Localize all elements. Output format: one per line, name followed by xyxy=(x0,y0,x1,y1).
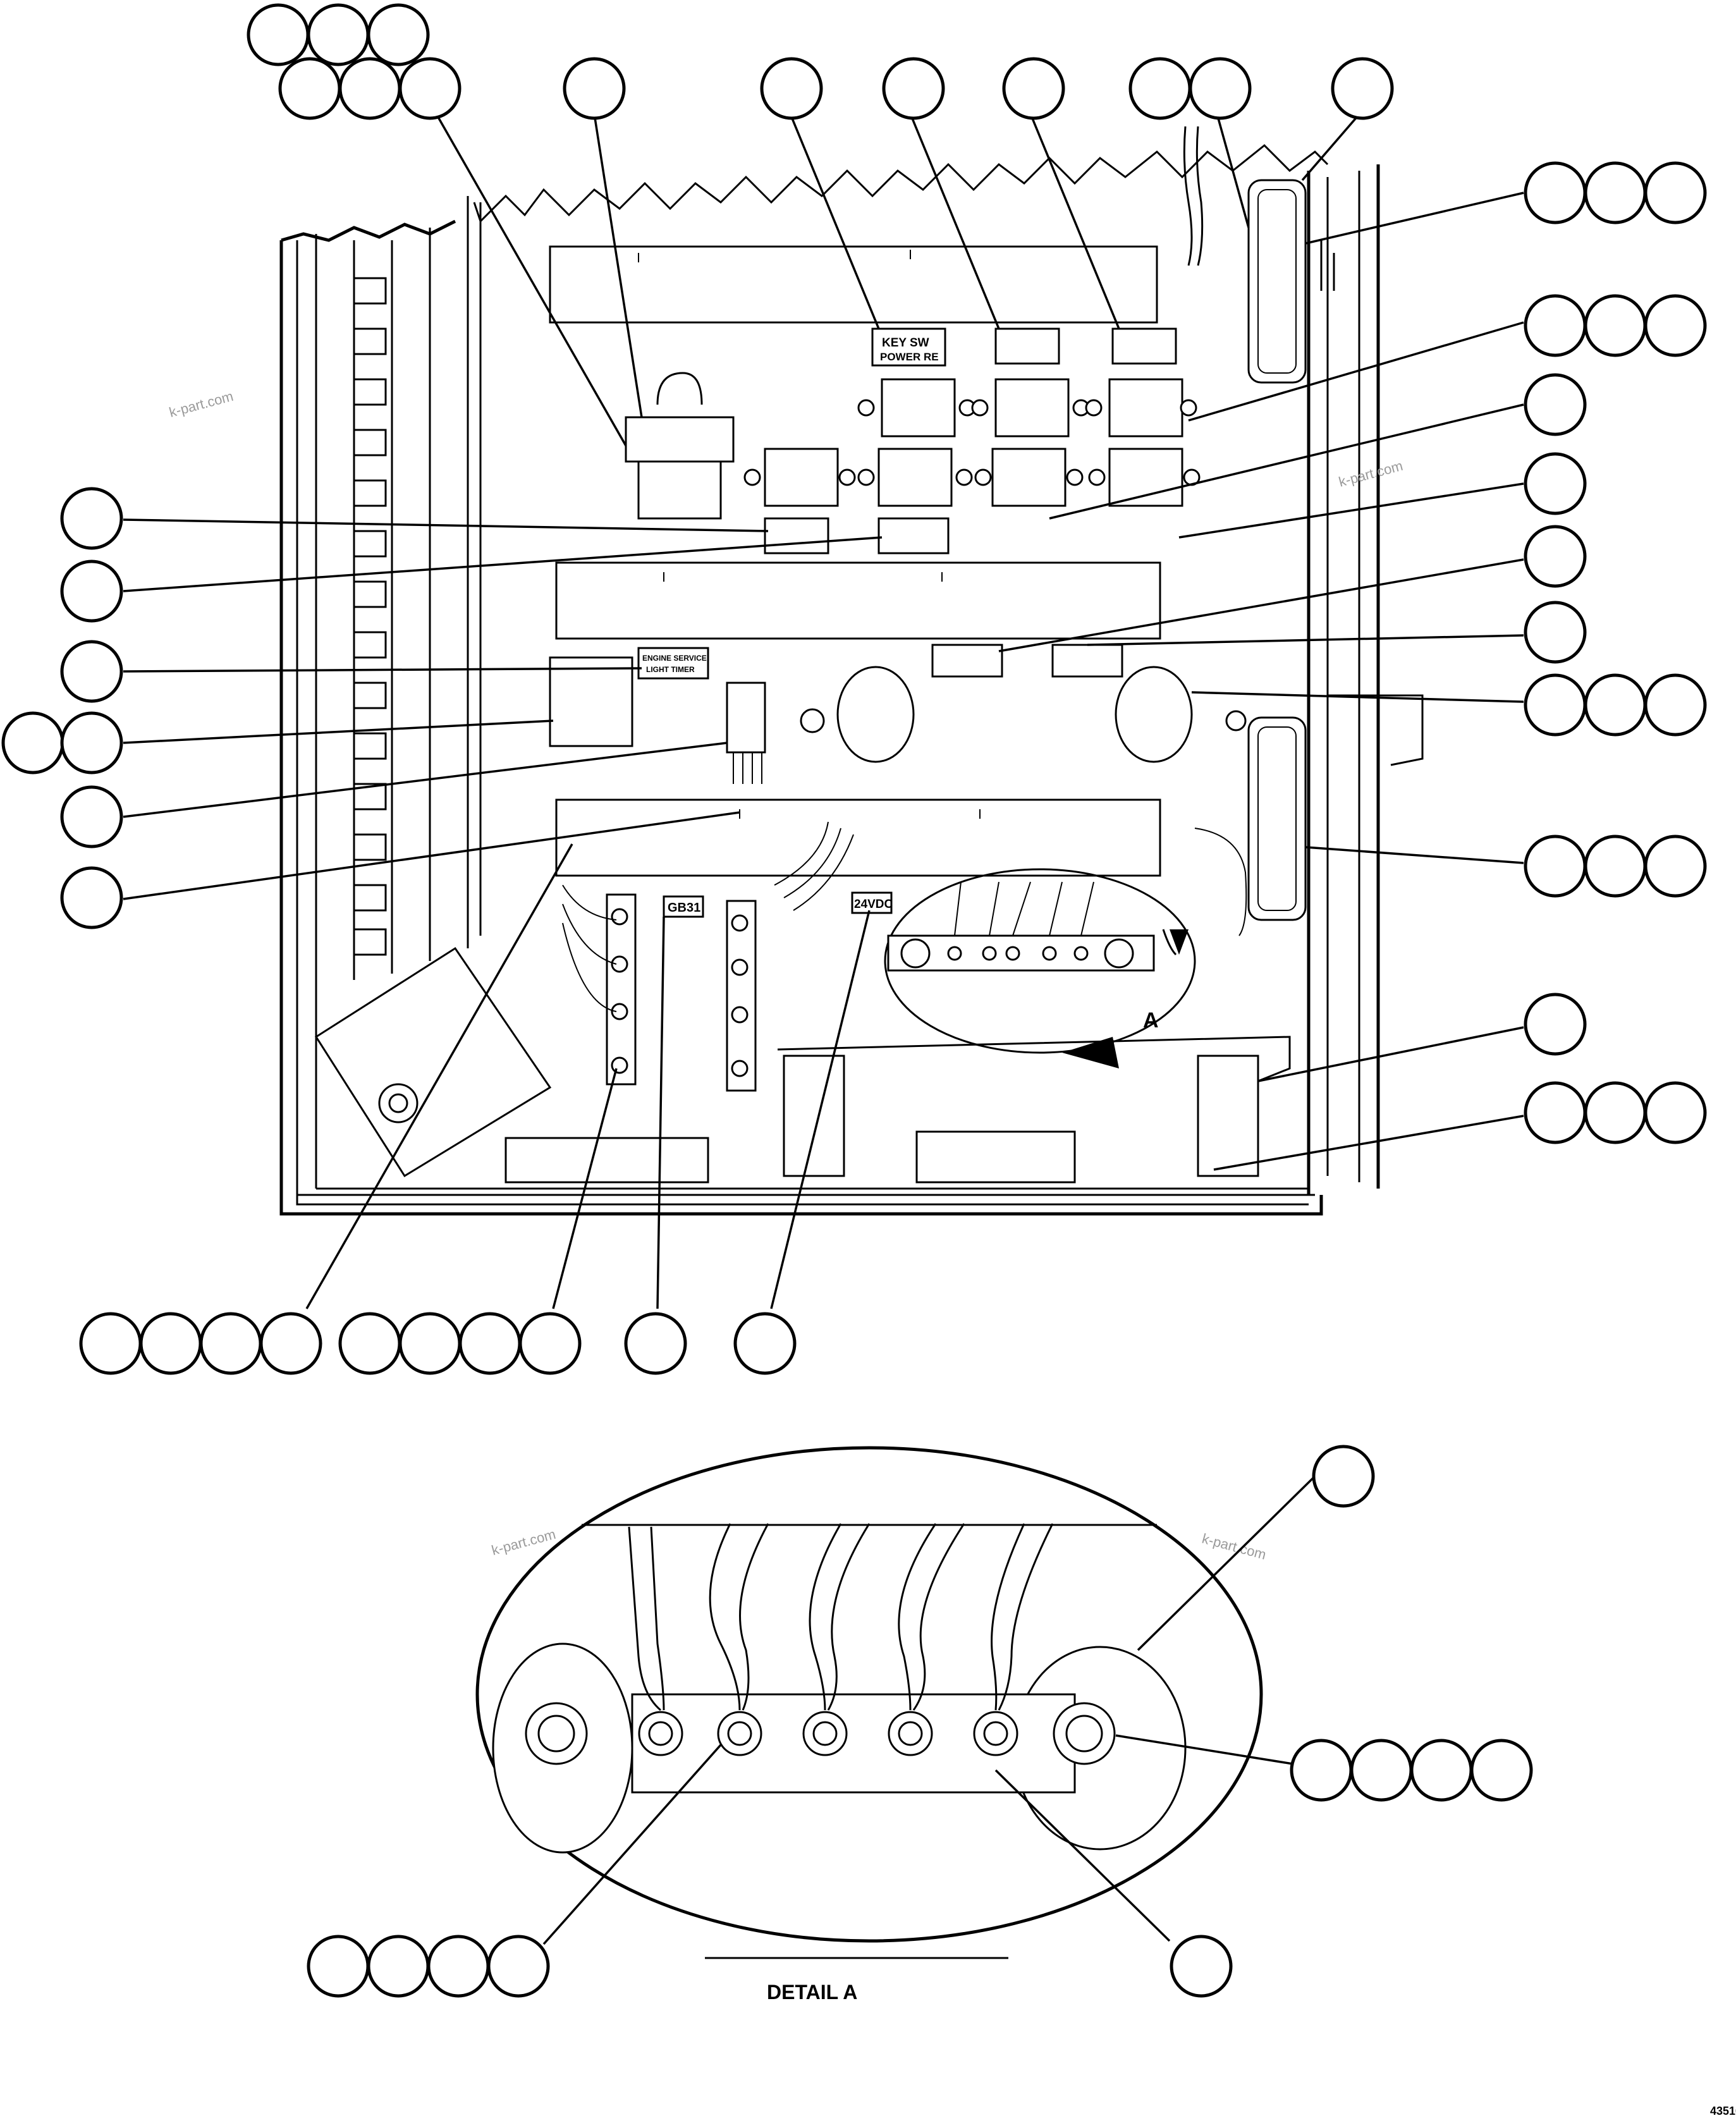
callout-balloon xyxy=(1524,452,1587,515)
callout-balloon xyxy=(398,57,462,120)
reference-balloons xyxy=(1,3,1707,1998)
callout-balloon xyxy=(1644,1081,1707,1144)
gb31-text: GB31 xyxy=(668,901,700,915)
callout-balloon xyxy=(60,560,123,623)
middle-components xyxy=(726,644,1247,784)
callout-balloon xyxy=(1524,835,1587,898)
callout-balloon xyxy=(760,57,823,120)
callout-balloon xyxy=(487,1935,550,1998)
callout-balloon xyxy=(307,3,370,66)
light-lower xyxy=(1247,694,1424,921)
callout-balloon xyxy=(307,1935,370,1998)
callout-balloon xyxy=(1524,525,1587,588)
callout-balloon xyxy=(139,1312,202,1375)
detail-a-ring: A xyxy=(884,868,1196,1068)
callout-balloon xyxy=(563,57,626,120)
callout-balloon xyxy=(1584,673,1647,737)
callout-balloon xyxy=(60,866,123,929)
callout-balloon xyxy=(367,1935,430,1998)
callout-balloon xyxy=(1189,57,1252,120)
gb31-tag: GB31 xyxy=(663,895,704,918)
callout-balloon xyxy=(1644,835,1707,898)
callout-balloon xyxy=(1331,57,1394,120)
callout-balloon xyxy=(1128,57,1192,120)
base-bracket xyxy=(777,1036,1291,1177)
callout-balloon xyxy=(60,640,123,703)
callout-balloon xyxy=(367,3,430,66)
callout-balloon xyxy=(278,57,341,120)
callout-balloon xyxy=(338,1312,401,1375)
callout-balloon xyxy=(624,1312,687,1375)
callout-balloon xyxy=(1410,1739,1473,1802)
callout-balloon xyxy=(60,711,123,774)
upper-connector xyxy=(625,372,735,520)
callout-balloon xyxy=(1170,1935,1233,1998)
key-switch-line1: KEY SW xyxy=(882,336,929,350)
relay-row-1 xyxy=(857,327,1197,437)
upper-rail xyxy=(549,245,1158,324)
engine-service-line1: ENGINE SERVICE xyxy=(642,654,707,663)
watermark-2: k-part.com xyxy=(1337,458,1405,490)
cable-top-right xyxy=(1183,126,1193,266)
callout-balloon xyxy=(518,1312,582,1375)
callout-balloon xyxy=(79,1312,142,1375)
callout-balloon xyxy=(1524,993,1587,1056)
callout-balloon xyxy=(1524,601,1587,664)
electrical-enclosure xyxy=(279,144,1380,1216)
relay-row-2 xyxy=(743,448,1201,554)
callout-balloon xyxy=(1312,1445,1375,1508)
callout-balloon xyxy=(259,1312,322,1375)
callout-balloon xyxy=(1584,1081,1647,1144)
callout-balloon xyxy=(1,711,64,774)
callout-balloon xyxy=(1350,1739,1413,1802)
drawing-number: 43516 xyxy=(1710,2105,1736,2117)
callout-balloon xyxy=(1524,673,1587,737)
callout-balloon xyxy=(1524,373,1587,436)
terminal-strip-left xyxy=(606,893,637,1086)
callout-balloon xyxy=(458,1312,522,1375)
vdc-text: 24VDC xyxy=(854,898,893,911)
engine-service-label: ENGINE SERVICE LIGHT TIMER xyxy=(549,647,709,747)
callout-balloon xyxy=(247,3,310,66)
middle-rail xyxy=(555,561,1161,640)
callout-balloon xyxy=(1644,161,1707,224)
watermark-4: k-part.com xyxy=(1201,1531,1268,1563)
callout-balloon xyxy=(1584,835,1647,898)
callout-balloon xyxy=(1644,673,1707,737)
callout-balloon xyxy=(1524,161,1587,224)
vdc-tag: 24VDC xyxy=(851,891,893,914)
callout-balloon xyxy=(1644,294,1707,357)
key-switch-label: KEY SW POWER RE xyxy=(871,327,946,367)
detail-a-view: DETAIL A xyxy=(475,1446,1263,2004)
callout-balloon xyxy=(60,487,123,550)
callout-balloon xyxy=(338,57,401,120)
key-switch-line2: POWER RE xyxy=(880,351,939,363)
callout-balloon xyxy=(1584,161,1647,224)
callout-balloon xyxy=(398,1312,462,1375)
terminal-strip-right xyxy=(726,900,757,1092)
cable-top-right-2 xyxy=(1195,126,1204,266)
detail-marker-a: A xyxy=(1143,1008,1159,1032)
callout-balloon xyxy=(1290,1739,1353,1802)
light-upper xyxy=(1247,179,1335,384)
callout-balloon xyxy=(1524,1081,1587,1144)
callout-balloon xyxy=(1002,57,1065,120)
callout-balloon xyxy=(882,57,945,120)
detail-caption: DETAIL A xyxy=(767,1981,857,2004)
dinrail-slots xyxy=(353,277,387,956)
wire-harness xyxy=(562,821,1247,1012)
engine-service-line2: LIGHT TIMER xyxy=(646,665,695,674)
callout-balloon xyxy=(733,1312,797,1375)
callout-balloon xyxy=(1470,1739,1533,1802)
callout-balloon xyxy=(199,1312,262,1375)
callout-balloon xyxy=(1524,294,1587,357)
callout-balloon xyxy=(1584,294,1647,357)
watermark-1: k-part.com xyxy=(168,388,235,420)
callout-balloon xyxy=(427,1935,490,1998)
leader-lines xyxy=(123,109,1524,1945)
ground-bracket xyxy=(314,946,552,1178)
lower-rail xyxy=(555,798,1161,877)
callout-balloon xyxy=(60,785,123,848)
